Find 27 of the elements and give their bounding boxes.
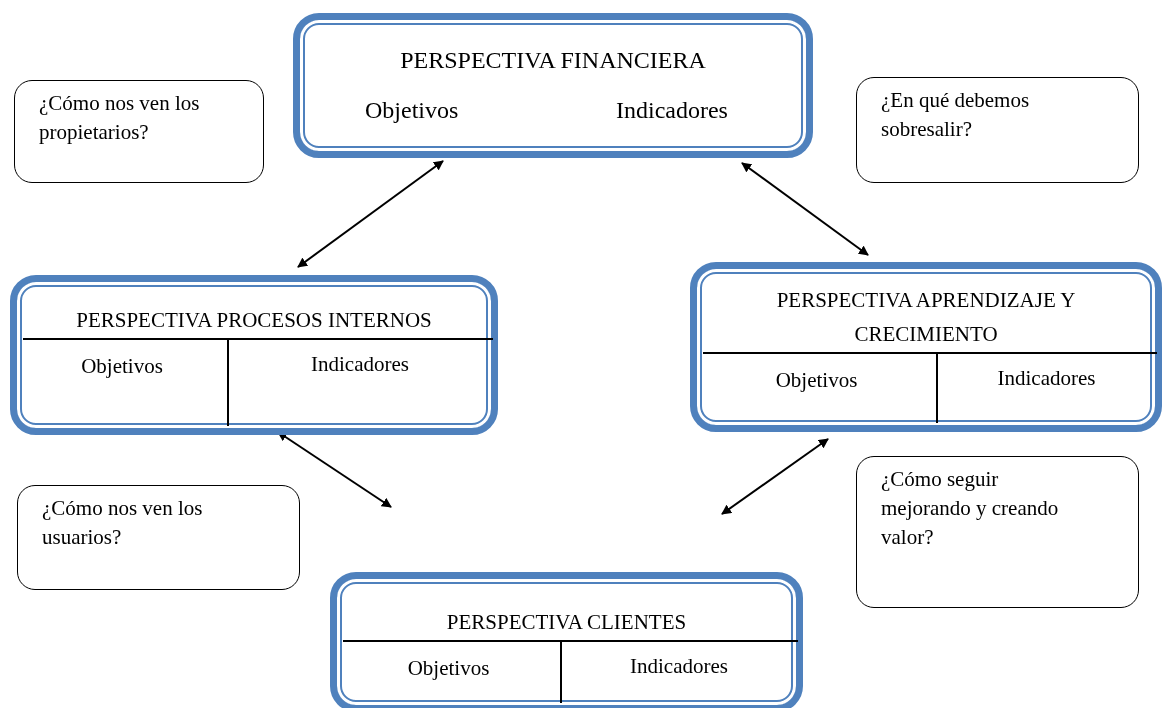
column-heading: Indicadores xyxy=(616,97,728,123)
perspective-box xyxy=(293,13,813,158)
column-heading: Indicadores xyxy=(630,653,728,680)
column-heading: Indicadores xyxy=(997,365,1096,392)
column-heading: Objetivos xyxy=(407,655,490,682)
column-heading: Objetivos xyxy=(365,97,459,123)
perspective-title: PERSPECTIVA FINANCIERA xyxy=(400,46,706,75)
column-heading: Objetivos xyxy=(775,367,858,394)
column-heading: Indicadores xyxy=(311,351,409,378)
perspective-box xyxy=(330,572,803,708)
perspective-title: PERSPECTIVA APRENDIZAJE Y CRECIMIENTO xyxy=(775,287,1077,348)
question-box xyxy=(856,456,1139,608)
double-arrow xyxy=(721,438,829,515)
double-arrow xyxy=(741,162,869,256)
question-text: ¿Cómo seguir mejorando y creando valor? xyxy=(881,467,1059,549)
question-text: ¿Cómo nos ven los usuarios? xyxy=(42,496,203,549)
perspective-box xyxy=(690,262,1162,432)
question-box xyxy=(14,80,264,183)
question-box xyxy=(856,77,1139,183)
question-text: ¿En qué debemos sobresalir? xyxy=(881,88,1030,141)
perspective-title: PERSPECTIVA PROCESOS INTERNOS xyxy=(76,307,432,334)
question-box xyxy=(17,485,300,590)
perspective-box xyxy=(10,275,498,435)
question-text: ¿Cómo nos ven los propietarios? xyxy=(39,91,200,144)
column-heading: Objetivos xyxy=(81,353,163,380)
double-arrow xyxy=(297,160,444,268)
perspective-title: PERSPECTIVA CLIENTES xyxy=(446,609,687,636)
